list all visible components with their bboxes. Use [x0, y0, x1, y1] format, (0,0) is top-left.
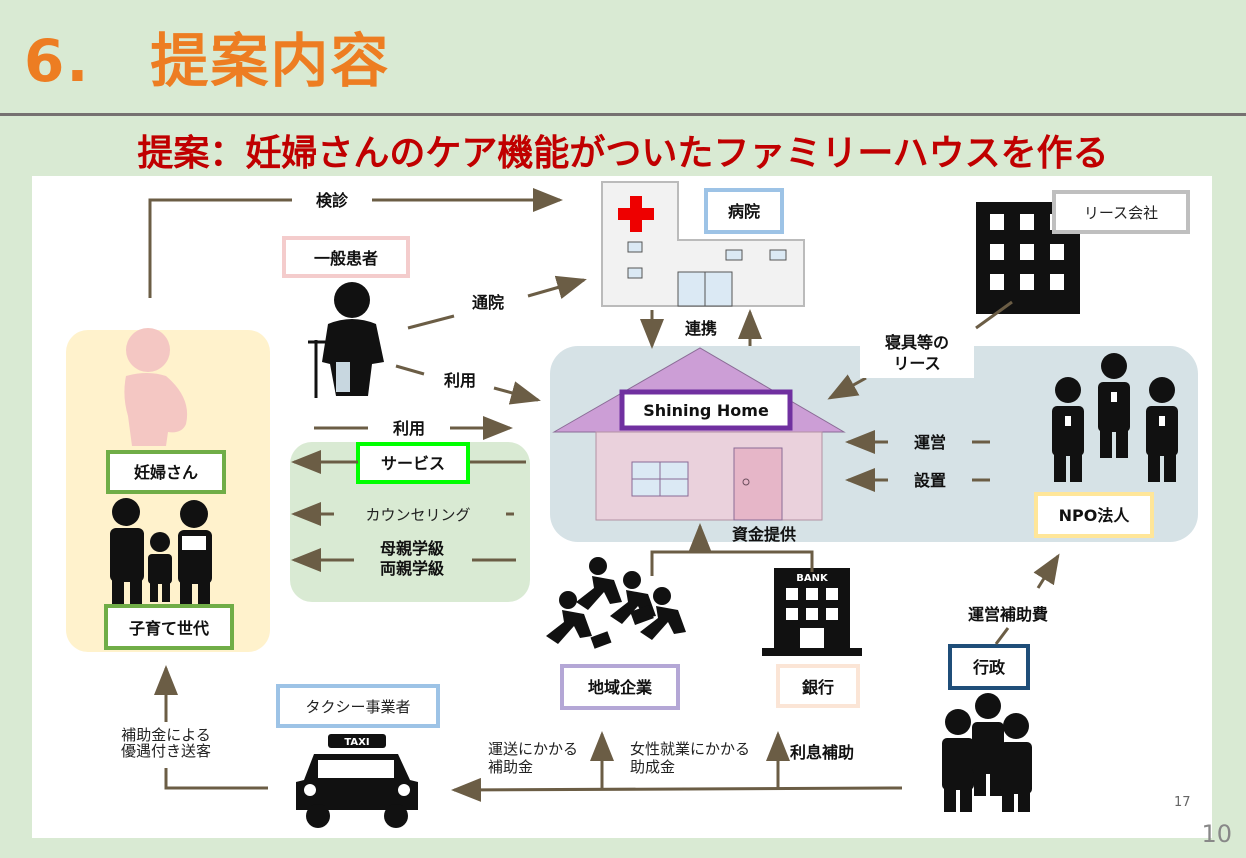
funding-tree	[650, 550, 814, 576]
hospital-building-icon	[601, 181, 805, 307]
funding-label: 資金提供	[732, 525, 796, 544]
lease-arrow-a	[975, 300, 1013, 330]
counseling-label: カウンセリング	[365, 506, 470, 524]
visit-arrow-b	[527, 275, 587, 299]
shining-home-tag	[619, 389, 793, 431]
bank-building-icon: BANK	[762, 568, 862, 656]
bank-label: 銀行	[802, 678, 834, 697]
local-business-label: 地域企業	[588, 678, 653, 697]
npo-label: NPO法人	[1059, 506, 1131, 525]
title-divider	[0, 113, 1246, 116]
pregnant-label: 妊婦さん	[134, 463, 198, 482]
government-label: 行政	[972, 658, 1006, 677]
connectors	[148, 188, 1060, 802]
use2-label: 利用	[393, 419, 425, 438]
mother-class-label: 母親学級	[380, 539, 444, 558]
childcare-label: 子育て世代	[129, 619, 209, 638]
pregnant-tag	[106, 450, 226, 494]
lease-arrow-b	[827, 374, 867, 400]
diagram-panel: 病院 リース会社 一般患者 妊婦さん 子育て世代	[32, 176, 1212, 838]
family-icon	[110, 498, 212, 604]
slide-title: 6. 提案内容	[24, 27, 391, 95]
lease-label-1: 寝具等の	[885, 333, 949, 352]
lease-company-tag	[1052, 190, 1190, 234]
visit-label: 通院	[472, 293, 504, 312]
lease-label-box	[860, 328, 974, 378]
visit-arrow-a	[407, 314, 455, 330]
corner-page-number: 10	[1201, 820, 1232, 848]
slide-subtitle: 提案：妊婦さんのケア機能がついたファミリーハウスを作る	[137, 133, 1109, 174]
subsidy-arrow-b	[1033, 553, 1060, 589]
taxi-sign: TAXI	[344, 737, 369, 748]
bank-sign: BANK	[796, 573, 829, 584]
use1-arrow-b	[493, 381, 541, 405]
hospital-label: 病院	[728, 202, 760, 221]
use1-arrow-a	[395, 364, 425, 376]
subsidy-arrow-a	[994, 627, 1010, 645]
operate-label: 運営	[914, 433, 946, 452]
shining-home-label: Shining Home	[643, 401, 769, 420]
taxi-company-label: タクシー事業者	[305, 698, 410, 716]
npo-tag	[1034, 492, 1154, 538]
childcare-tag	[104, 604, 234, 650]
lease-label-2: リース	[893, 354, 940, 373]
preferential-label-2: 優遇付き送客	[121, 742, 211, 760]
services-label: サービス	[381, 454, 445, 473]
pregnant-woman-icon	[124, 328, 188, 446]
officials-icon	[942, 693, 1032, 812]
parents-class-label: 両親学級	[380, 559, 444, 578]
business-team-icon	[1052, 353, 1178, 482]
proposal-diagram: 病院 リース会社 一般患者 妊婦さん 子育て世代	[66, 181, 1198, 828]
operation-subsidy-label: 運営補助費	[968, 605, 1048, 624]
preferential-label-1: 補助金による	[121, 726, 211, 744]
running-business-people-icon	[546, 557, 686, 649]
patient-crutch-icon	[308, 282, 384, 398]
slide-number: 17	[1174, 795, 1191, 810]
preferential-arrow	[164, 768, 268, 790]
lease-company-label: リース会社	[1084, 204, 1158, 222]
checkup-label: 検診	[316, 191, 349, 210]
interest-subsidy-label: 利息補助	[790, 743, 854, 762]
general-patient-label: 一般患者	[314, 249, 378, 268]
local-business-tag	[560, 664, 680, 710]
taxi-company-tag	[276, 684, 440, 728]
government-tag	[948, 644, 1030, 690]
hospital-tag	[704, 188, 784, 234]
taxi-icon: TAXI	[296, 734, 418, 828]
women-employment-label-2: 助成金	[630, 758, 675, 776]
cooperation-label: 連携	[685, 319, 717, 338]
install-label: 設置	[914, 471, 946, 490]
bank-tag	[776, 664, 860, 708]
women-employment-label-1: 女性就業にかかる	[630, 740, 750, 758]
use1-label: 利用	[444, 371, 476, 390]
transport-subsidy-label-2: 補助金	[488, 758, 533, 776]
general-patient-tag	[282, 236, 410, 278]
checkup-arrow	[148, 198, 292, 298]
bottom-flow-arrow	[451, 777, 903, 802]
transport-subsidy-label-1: 運送にかかる	[488, 740, 578, 758]
